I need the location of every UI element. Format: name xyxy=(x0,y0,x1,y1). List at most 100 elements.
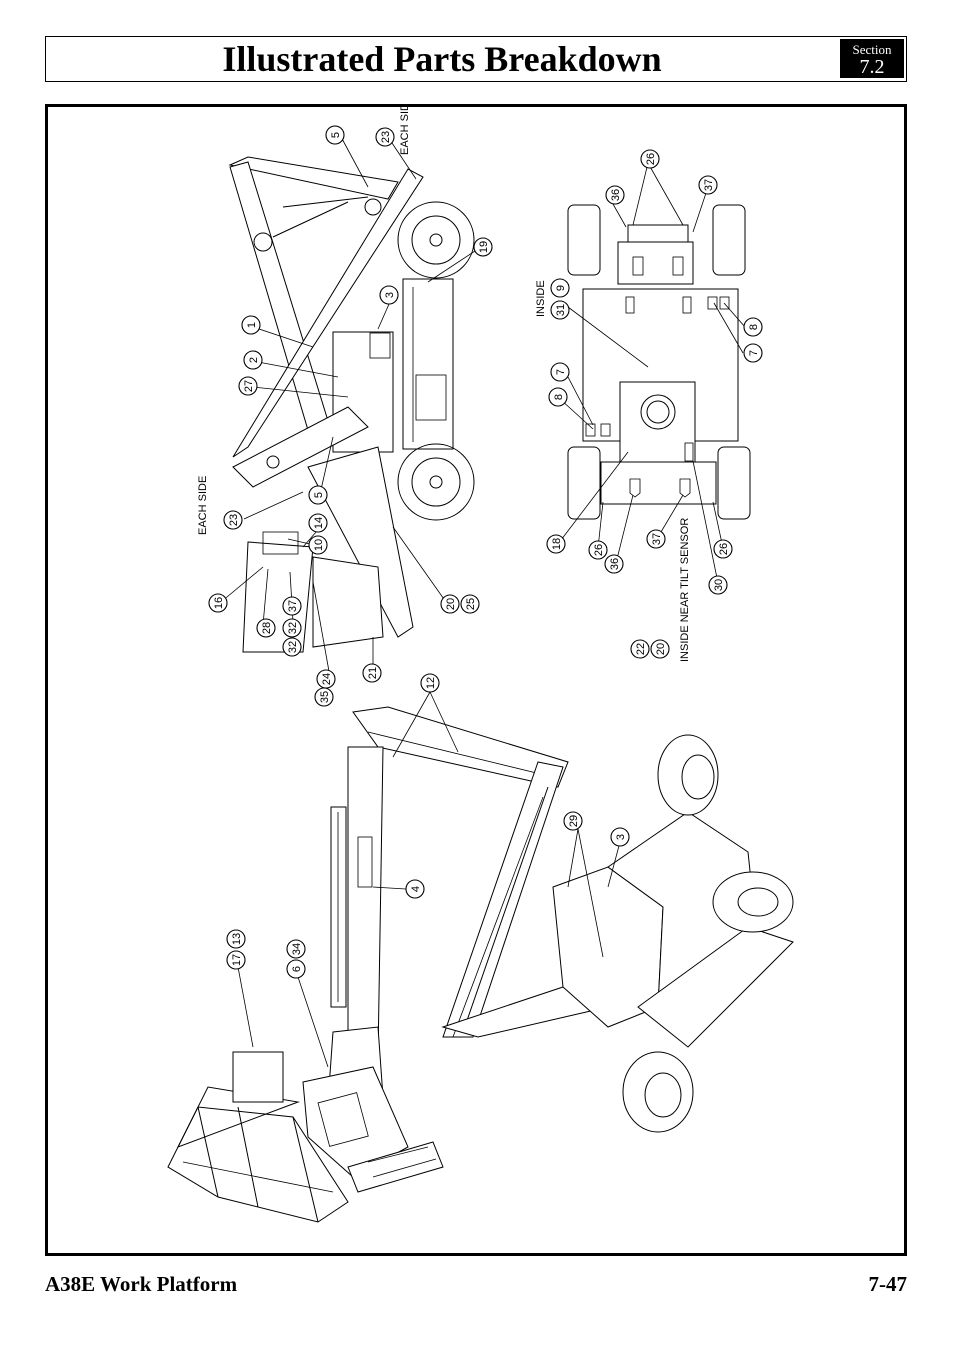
svg-text:24: 24 xyxy=(321,673,333,685)
svg-text:20: 20 xyxy=(445,598,457,610)
iso-callout-12: 12 xyxy=(420,673,440,693)
side-main-boom xyxy=(232,168,424,458)
svg-text:8: 8 xyxy=(553,394,565,400)
svg-text:37: 37 xyxy=(651,533,663,545)
iso-callout-13: 13 xyxy=(226,929,246,949)
section-label: Section xyxy=(852,42,892,57)
side-boom-base xyxy=(232,406,369,488)
side-upper-boom xyxy=(228,156,399,200)
footer-product-name: A38E Work Platform xyxy=(45,1272,238,1296)
top-callout-8a: 8 xyxy=(548,387,568,407)
svg-text:7: 7 xyxy=(555,369,567,375)
note-each-side-top: EACH SIDE xyxy=(399,107,411,155)
side-callout-5b: 5 xyxy=(308,485,328,505)
side-wheel-top xyxy=(397,201,475,279)
note-each-side-left: EACH SIDE xyxy=(197,476,209,535)
footer-page-number: 7-47 xyxy=(868,1272,908,1296)
top-callout-26a: 26 xyxy=(640,149,660,169)
svg-text:5: 5 xyxy=(330,132,342,138)
side-view-drawing xyxy=(228,156,475,653)
side-wheel-bottom xyxy=(397,443,475,521)
side-callout-28: 28 xyxy=(256,618,276,638)
top-callout-26b: 26 xyxy=(588,540,608,560)
side-platform-basket xyxy=(242,541,314,653)
iso-callout-6: 6 xyxy=(286,959,306,979)
svg-text:25: 25 xyxy=(465,598,477,610)
side-callout-21: 21 xyxy=(362,663,382,683)
svg-text:31: 31 xyxy=(555,304,567,316)
svg-text:4: 4 xyxy=(410,886,422,892)
top-callout-37b: 37 xyxy=(646,529,666,549)
svg-text:3: 3 xyxy=(384,292,396,298)
top-callout-26c: 26 xyxy=(713,539,733,559)
top-callout-8b: 8 xyxy=(743,317,763,337)
iso-callout-17: 17 xyxy=(226,950,246,970)
side-callout-32b: 32 xyxy=(282,637,302,657)
side-lower-boom xyxy=(229,161,334,448)
note-inside: INSIDE xyxy=(535,280,547,317)
side-callout-5a: 5 xyxy=(325,125,345,145)
svg-text:21: 21 xyxy=(367,667,379,679)
iso-wheel-2 xyxy=(712,871,794,933)
side-callout-14: 14 xyxy=(308,513,328,533)
svg-text:32: 32 xyxy=(287,622,299,634)
svg-text:9: 9 xyxy=(555,285,567,291)
iso-control-box xyxy=(232,1051,284,1103)
iso-main-boom xyxy=(347,746,384,1058)
top-wheel-3 xyxy=(567,446,601,520)
side-callouts: 5 23 19 3 1 2 27 5 23 14 10 16 28 32 37 … xyxy=(208,125,493,707)
top-callout-9: 9 xyxy=(550,278,570,298)
side-callout-3: 3 xyxy=(379,285,399,305)
parts-illustration: 5 23 19 3 1 2 27 5 23 14 10 16 28 32 37 … xyxy=(167,107,794,1223)
iso-platform-basket xyxy=(167,1051,349,1223)
side-chassis xyxy=(402,278,454,450)
iso-callout-4: 4 xyxy=(405,879,425,899)
svg-text:16: 16 xyxy=(213,597,225,609)
top-callout-36a: 36 xyxy=(605,185,625,205)
note-inside-near-tilt-sensor: INSIDE NEAR TILT SENSOR xyxy=(679,518,691,662)
svg-text:26: 26 xyxy=(645,153,657,165)
svg-text:13: 13 xyxy=(231,933,243,945)
side-platform-mount xyxy=(312,556,384,648)
section-badge: Section 7.2 xyxy=(840,39,904,78)
svg-text:28: 28 xyxy=(261,622,273,634)
side-callout-16: 16 xyxy=(208,593,228,613)
svg-text:27: 27 xyxy=(243,380,255,392)
svg-text:6: 6 xyxy=(291,966,303,972)
svg-text:2: 2 xyxy=(248,357,260,363)
side-callout-2: 2 xyxy=(243,350,263,370)
svg-text:17: 17 xyxy=(231,954,243,966)
top-callout-30: 30 xyxy=(708,575,728,595)
top-callouts: 26 36 37 31 9 7 8 8 7 18 26 36 37 26 30 … xyxy=(546,149,763,659)
top-callout-22: 22 xyxy=(630,639,650,659)
side-callout-24: 24 xyxy=(316,669,336,689)
iso-step-ladder xyxy=(347,1141,444,1193)
side-callout-23a: 23 xyxy=(375,127,395,147)
top-callout-7b: 7 xyxy=(743,343,763,363)
top-wheel-1 xyxy=(567,204,601,276)
svg-text:22: 22 xyxy=(635,643,647,655)
side-callout-27: 27 xyxy=(238,376,258,396)
svg-text:10: 10 xyxy=(313,539,325,551)
svg-text:36: 36 xyxy=(609,558,621,570)
top-callout-31: 31 xyxy=(550,300,570,320)
svg-text:7: 7 xyxy=(748,350,760,356)
top-wheel-4 xyxy=(717,446,751,520)
svg-text:37: 37 xyxy=(287,600,299,612)
iso-callout-34: 34 xyxy=(286,939,306,959)
svg-text:35: 35 xyxy=(319,691,331,703)
svg-text:23: 23 xyxy=(380,131,392,143)
iso-boom-cable-track xyxy=(330,806,347,1008)
parts-illustration-frame: 5 23 19 3 1 2 27 5 23 14 10 16 28 32 37 … xyxy=(45,104,907,1256)
side-callout-35: 35 xyxy=(314,687,334,707)
svg-text:23: 23 xyxy=(228,514,240,526)
iso-callout-3: 3 xyxy=(610,827,630,847)
page-header: Illustrated Parts Breakdown Section 7.2 xyxy=(45,36,907,82)
iso-upper-boom xyxy=(352,706,569,788)
iso-view-drawing xyxy=(167,706,794,1223)
svg-text:26: 26 xyxy=(593,544,605,556)
svg-text:3: 3 xyxy=(615,834,627,840)
iso-wheel-3 xyxy=(622,1051,694,1133)
iso-callout-29: 29 xyxy=(563,811,583,831)
svg-text:1: 1 xyxy=(246,322,258,328)
